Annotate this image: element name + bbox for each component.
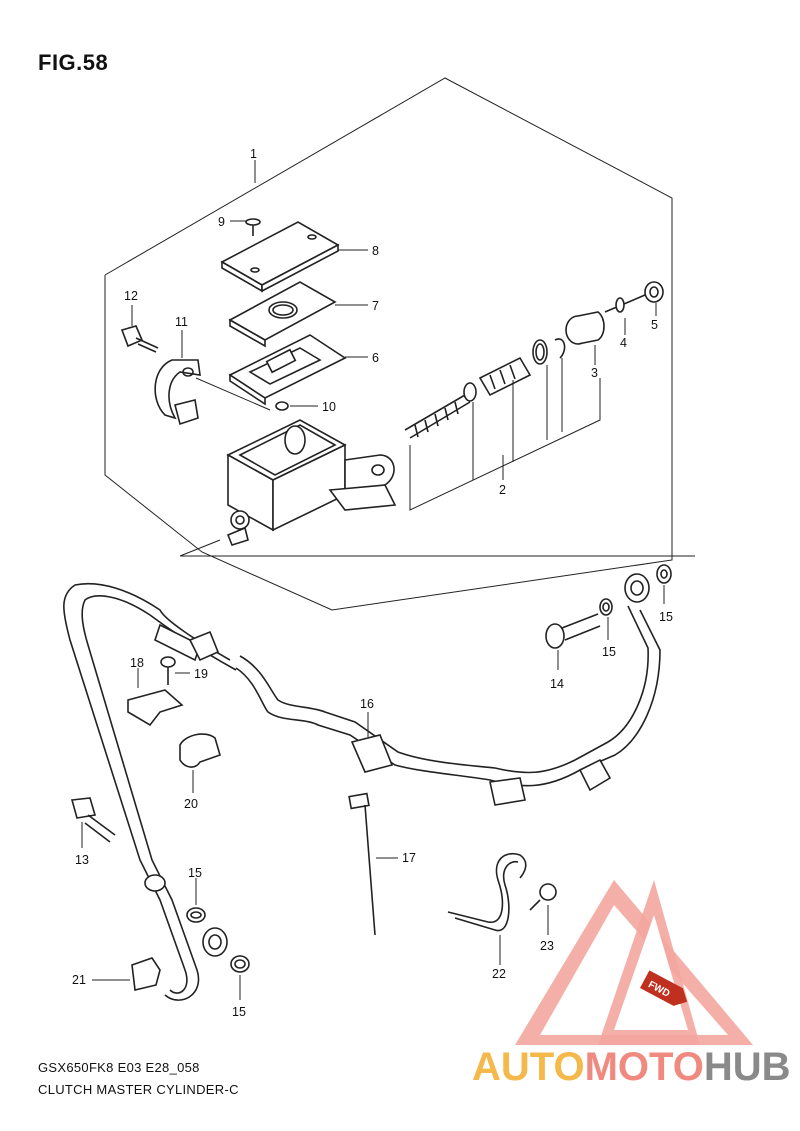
fwd-arrow-icon: FWD — [639, 970, 688, 1006]
callout-18: 18 — [130, 656, 144, 670]
dust-boot-3 — [565, 311, 605, 365]
svg-text:AUTOMOTOHUB: AUTOMOTOHUB — [472, 1045, 791, 1089]
callout-15-left: 15 — [188, 866, 202, 880]
callout-labels: 1 9 8 12 11 7 6 10 5 4 3 2 15 15 14 16 1… — [72, 147, 673, 1019]
assembly-frame — [104, 77, 695, 611]
clip-10 — [275, 401, 318, 411]
bracket-22 — [447, 853, 527, 965]
callout-19: 19 — [194, 667, 208, 681]
bolt-12 — [120, 305, 159, 353]
callout-14: 14 — [550, 677, 564, 691]
callout-21: 21 — [72, 973, 86, 987]
clamp-18 — [127, 668, 184, 727]
callout-13: 13 — [75, 853, 89, 867]
callout-7: 7 — [372, 299, 379, 313]
callout-11: 11 — [175, 315, 188, 329]
callout-15-mid-right: 15 — [602, 645, 616, 659]
diaphragm-plate-7 — [228, 281, 368, 348]
footer-model-code: GSX650FK8 E03 E28_058 — [38, 1060, 200, 1075]
figure-title: FIG.58 — [38, 50, 109, 75]
callout-9: 9 — [218, 215, 225, 229]
callout-6: 6 — [372, 351, 379, 365]
callout-2: 2 — [499, 483, 506, 497]
footer-description: CLUTCH MASTER CYLINDER-C — [38, 1082, 239, 1097]
watermark-moto: MOTO — [585, 1045, 704, 1089]
clutch-hose — [63, 573, 661, 1001]
piston-set-2 — [404, 338, 601, 511]
callout-15-bottom: 15 — [232, 1005, 246, 1019]
callout-3: 3 — [591, 366, 598, 380]
diaphragm-6 — [228, 334, 368, 406]
watermark-auto: AUTO — [472, 1045, 585, 1089]
push-rod-4 — [604, 294, 646, 335]
bolt-13 — [70, 797, 116, 848]
cable-tie-17 — [348, 792, 398, 936]
master-cylinder-body — [226, 419, 397, 546]
clamp-20 — [179, 733, 221, 793]
callout-16: 16 — [360, 697, 374, 711]
callout-10: 10 — [322, 400, 336, 414]
callout-23: 23 — [540, 939, 554, 953]
callout-15-top-right: 15 — [659, 610, 673, 624]
reservoir-cap-8 — [220, 221, 368, 293]
union-bolt-14 — [545, 613, 601, 670]
bolt-23 — [529, 883, 557, 935]
screw-9 — [230, 218, 261, 236]
watermark-logo — [515, 880, 753, 1045]
watermark-text: AUTOMOTOHUB — [472, 1045, 791, 1089]
bolt-19 — [160, 656, 190, 685]
callout-4: 4 — [620, 336, 627, 350]
callout-20: 20 — [184, 797, 198, 811]
callout-8: 8 — [372, 244, 379, 258]
washers-15 — [186, 564, 672, 1000]
callout-12: 12 — [124, 289, 138, 303]
callout-22: 22 — [492, 967, 506, 981]
watermark-hub: HUB — [704, 1045, 791, 1089]
callout-5: 5 — [651, 318, 658, 332]
callout-1: 1 — [250, 147, 257, 161]
grommet-16 — [350, 712, 394, 773]
rod-nut-5 — [644, 281, 664, 316]
callout-17: 17 — [402, 851, 416, 865]
holder-clamp-11 — [154, 330, 271, 426]
clamp-21 — [92, 957, 161, 991]
